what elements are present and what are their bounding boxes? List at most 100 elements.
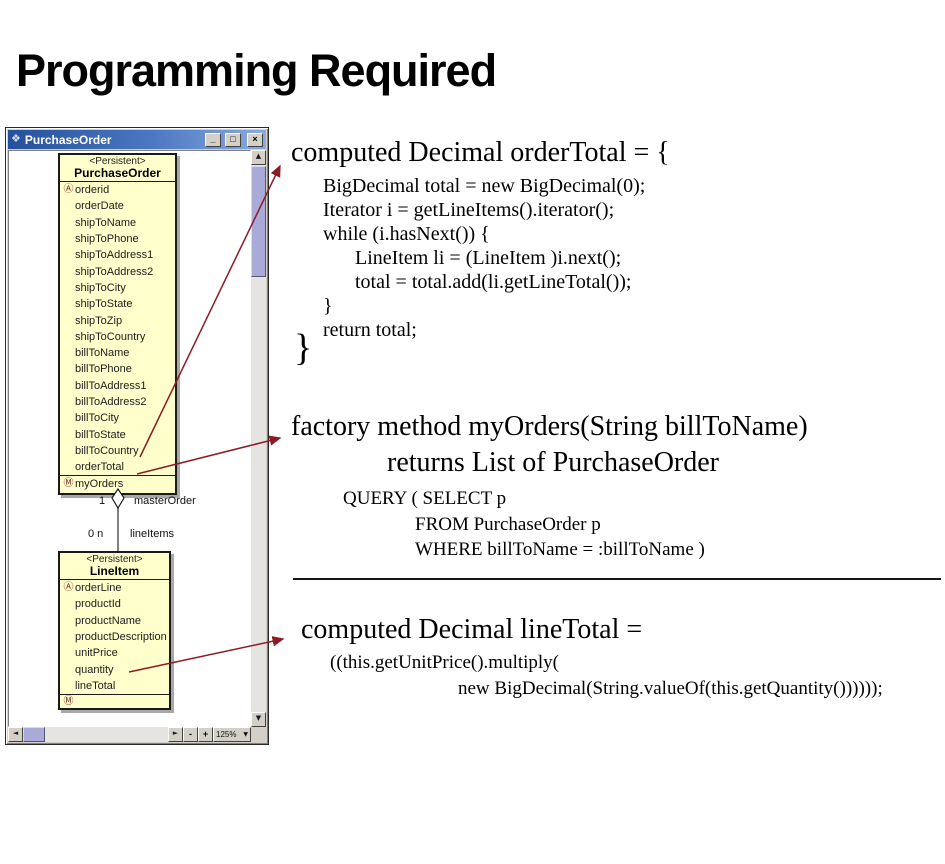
- scroll-up-icon[interactable]: ▲: [251, 150, 266, 165]
- class-attribute-row[interactable]: productId: [60, 596, 169, 612]
- minimize-button[interactable]: _: [205, 132, 221, 147]
- class-attribute-row[interactable]: billToCountry: [60, 443, 175, 459]
- field-marker-icon: Ⓜ: [63, 695, 74, 707]
- vertical-scroll-thumb[interactable]: [251, 166, 266, 277]
- class-attribute-row[interactable]: billToAddress1: [60, 378, 175, 394]
- class-attribute-row[interactable]: billToAddress2: [60, 394, 175, 410]
- role-label-masterorder: masterOrder: [134, 495, 196, 507]
- class-attribute-row[interactable]: shipToName: [60, 215, 175, 231]
- class-attribute-row[interactable]: orderDate: [60, 198, 175, 214]
- class-attribute-row[interactable]: shipToZip: [60, 312, 175, 328]
- scroll-left-icon[interactable]: ◄: [8, 727, 23, 742]
- zoom-in-button[interactable]: +: [198, 727, 213, 742]
- class-attribute-row[interactable]: lineTotal: [60, 678, 169, 694]
- class-attribute-row[interactable]: quantity: [60, 661, 169, 677]
- class-attribute-row[interactable]: billToName: [60, 345, 175, 361]
- field-label: unitPrice: [75, 647, 118, 660]
- class-name: LineItem: [89, 564, 140, 578]
- class-box-purchaseorder[interactable]: <Persistent> PurchaseOrder Ⓐ orderid ord…: [58, 153, 177, 495]
- class-method-row[interactable]: Ⓜ myOrders: [60, 476, 175, 492]
- code-line: total = total.add(li.getLineTotal());: [355, 271, 632, 293]
- class-attribute-row[interactable]: billToCity: [60, 410, 175, 426]
- vertical-scroll-track[interactable]: [251, 277, 266, 712]
- query-line: FROM PurchaseOrder p: [415, 513, 601, 535]
- maximize-button[interactable]: □: [225, 132, 241, 147]
- close-button[interactable]: ×: [247, 132, 263, 147]
- section-divider: [293, 578, 941, 580]
- class-attribute-row[interactable]: productDescription: [60, 629, 169, 645]
- class-attribute-row[interactable]: Ⓐ orderLine: [60, 580, 169, 596]
- class-header: <Persistent> PurchaseOrder: [60, 155, 175, 182]
- code-line: ((this.getUnitPrice().multiply(: [330, 652, 560, 673]
- zoom-out-button[interactable]: -: [183, 727, 198, 742]
- field-label: productDescription: [75, 631, 167, 644]
- window-client-area: <Persistent> PurchaseOrder Ⓐ orderid ord…: [8, 150, 266, 742]
- code-block-myorders: factory method myOrders(String billToNam…: [291, 409, 808, 563]
- field-label: billToAddress1: [75, 379, 147, 392]
- field-label: shipToZip: [75, 314, 123, 327]
- class-attribute-row[interactable]: billToState: [60, 426, 175, 442]
- field-label: billToCity: [75, 412, 120, 425]
- field-label: billToAddress2: [75, 396, 147, 408]
- horizontal-scroll-thumb[interactable]: [23, 727, 45, 742]
- diagram-canvas[interactable]: <Persistent> PurchaseOrder Ⓐ orderid ord…: [8, 150, 251, 727]
- field-label: shipToCity: [75, 281, 126, 294]
- class-attribute-row[interactable]: shipToAddress2: [60, 263, 175, 279]
- query-body: QUERY ( SELECT p FROM PurchaseOrder p WH…: [343, 486, 808, 563]
- scrollbar-corner: [251, 727, 266, 742]
- class-attribute-row[interactable]: shipToCountry: [60, 329, 175, 345]
- class-box-lineitem[interactable]: <Persistent> LineItem Ⓐ orderLine produc…: [58, 551, 171, 711]
- code-block-linetotal: computed Decimal lineTotal = ((this.getU…: [301, 613, 883, 702]
- code-line: return total;: [323, 319, 417, 341]
- field-label: productName: [75, 614, 142, 627]
- code-line: while (i.hasNext()) {: [323, 223, 490, 245]
- multiplicity-lower: 0 n: [88, 528, 104, 540]
- class-attribute-row[interactable]: shipToCity: [60, 280, 175, 296]
- code-line: new BigDecimal(String.valueOf(this.getQu…: [458, 678, 883, 699]
- class-attribute-row[interactable]: orderTotal: [60, 459, 175, 475]
- query-line: WHERE billToName = :billToName ): [415, 539, 705, 560]
- zoom-level-dropdown[interactable]: 125% ▼: [213, 727, 251, 742]
- field-label: billToCountry: [75, 444, 139, 457]
- method-list: Ⓜ myOrders: [60, 475, 175, 492]
- field-marker-icon: Ⓐ: [63, 184, 74, 196]
- horizontal-scrollbar[interactable]: ◄ ► - + 125% ▼: [8, 727, 251, 742]
- field-label: orderTotal: [75, 461, 124, 474]
- code-line: }: [323, 295, 333, 317]
- class-attribute-row[interactable]: shipToAddress1: [60, 247, 175, 263]
- purchaseorder-window: ❖ PurchaseOrder _ □ × <Persistent> Purch…: [5, 127, 269, 745]
- attribute-list: Ⓐ orderid orderDate shipToName: [60, 182, 175, 475]
- class-attribute-row[interactable]: unitPrice: [60, 645, 169, 661]
- class-attribute-row[interactable]: Ⓐ orderid: [60, 182, 175, 198]
- field-label: lineTotal: [75, 679, 116, 692]
- class-method-row[interactable]: Ⓜ: [60, 695, 169, 708]
- role-label-lineitems: lineItems: [130, 528, 175, 540]
- horizontal-scroll-track[interactable]: [45, 727, 168, 742]
- scroll-down-icon[interactable]: ▼: [251, 712, 266, 727]
- class-name: PurchaseOrder: [74, 166, 161, 180]
- scroll-right-icon[interactable]: ►: [168, 727, 183, 742]
- field-label: orderDate: [75, 200, 124, 213]
- code-line: Iterator i = getLineItems().iterator();: [323, 199, 615, 221]
- multiplicity-upper: 1: [99, 495, 106, 507]
- code-body: BigDecimal total = new BigDecimal(0); It…: [291, 174, 670, 342]
- slide-title: Programming Required: [16, 45, 497, 96]
- class-attribute-row[interactable]: shipToPhone: [60, 231, 175, 247]
- class-stereotype: <Persistent>: [89, 156, 146, 167]
- class-header: <Persistent> LineItem: [60, 553, 169, 580]
- class-stereotype: <Persistent>: [86, 554, 143, 565]
- window-title: PurchaseOrder: [24, 132, 112, 147]
- vertical-scrollbar[interactable]: ▲ ▼: [251, 150, 266, 727]
- class-attribute-row[interactable]: shipToState: [60, 296, 175, 312]
- class-attribute-row[interactable]: productName: [60, 613, 169, 629]
- field-label: billToName: [75, 347, 130, 360]
- code-closing-brace: }: [294, 327, 313, 369]
- code-heading-ordertotal: computed Decimal orderTotal = {: [291, 137, 670, 168]
- method-list: Ⓜ: [60, 694, 169, 708]
- class-attribute-row[interactable]: billToPhone: [60, 361, 175, 377]
- field-label: shipToPhone: [75, 233, 139, 246]
- code-heading-myorders-line2: returns List of PurchaseOrder: [387, 447, 720, 478]
- code-heading-linetotal: computed Decimal lineTotal =: [301, 614, 643, 645]
- attribute-list: Ⓐ orderLine productId productName: [60, 580, 169, 694]
- window-titlebar[interactable]: ❖ PurchaseOrder _ □ ×: [8, 130, 266, 149]
